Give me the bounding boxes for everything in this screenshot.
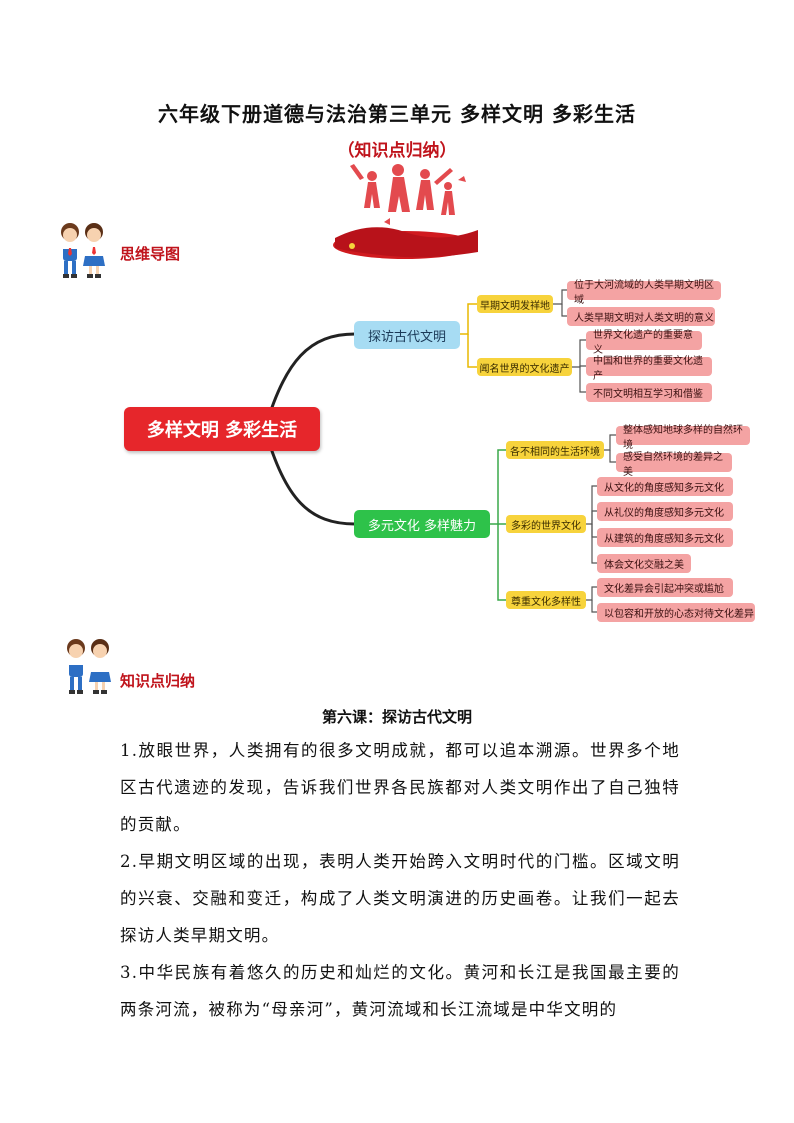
leaf-item: 不同文明相互学习和借鉴 — [586, 383, 712, 402]
leaf-item: 体会文化交融之美 — [597, 554, 691, 573]
leaf-item: 中国和世界的重要文化遗产 — [586, 356, 712, 382]
leaf-item: 位于大河流域的人类早期文明区域 — [567, 280, 721, 306]
mind-map-connectors — [263, 289, 617, 613]
node-living-environment: 各不相同的生活环境 — [506, 441, 604, 459]
banner-image — [333, 164, 478, 259]
document-title: 六年级下册道德与法治第三单元 多样文明 多彩生活 — [158, 102, 636, 126]
mindmap-section-label: 思维导图 — [120, 245, 181, 263]
branch-ancient-civilization: 探访古代文明 — [354, 321, 460, 349]
node-early-civilization: 早期文明发祥地 — [477, 295, 553, 313]
leaf-item: 文化差异会引起冲突或尴尬 — [597, 578, 733, 597]
knowledge-section-label: 知识点归纳 — [120, 672, 196, 690]
students-icon — [67, 639, 111, 694]
branch-diverse-culture: 多元文化 多样魅力 — [354, 510, 490, 538]
mind-map: 多样文明 多彩生活 探访古代文明 多元文化 多样魅力 早期文明发祥地 闻名世界的… — [0, 270, 794, 630]
leaf-item: 感受自然环境的差异之美 — [616, 452, 732, 478]
mindmap-root: 多样文明 多彩生活 — [124, 407, 320, 451]
node-world-culture: 多彩的世界文化 — [506, 515, 586, 533]
leaf-item: 从建筑的角度感知多元文化 — [597, 528, 733, 547]
leaf-item: 从礼仪的角度感知多元文化 — [597, 502, 733, 521]
students-icon — [61, 223, 105, 278]
leaf-item: 整体感知地球多样的自然环境 — [616, 425, 750, 451]
node-respect-diversity: 尊重文化多样性 — [506, 591, 586, 609]
paragraph-1: 1.放眼世界，人类拥有的很多文明成就，都可以追本溯源。世界多个地区古代遗迹的发现… — [120, 741, 680, 834]
leaf-item: 人类早期文明对人类文明的意义 — [567, 307, 715, 326]
document-subtitle: （知识点归纳） — [337, 141, 457, 161]
leaf-item: 从文化的角度感知多元文化 — [597, 477, 733, 496]
leaf-item: 世界文化遗产的重要意义 — [586, 330, 702, 356]
lesson-title: 第六课：探访古代文明 — [321, 708, 472, 726]
node-cultural-heritage: 闻名世界的文化遗产 — [477, 358, 572, 376]
paragraph-3: 3.中华民族有着悠久的历史和灿烂的文化。黄河和长江是我国最主要的两条河流，被称为… — [120, 963, 680, 1019]
paragraph-2: 2.早期文明区域的出现，表明人类开始跨入文明时代的门槛。区域文明的兴衰、交融和变… — [120, 852, 680, 945]
leaf-item: 以包容和开放的心态对待文化差异 — [597, 603, 755, 622]
